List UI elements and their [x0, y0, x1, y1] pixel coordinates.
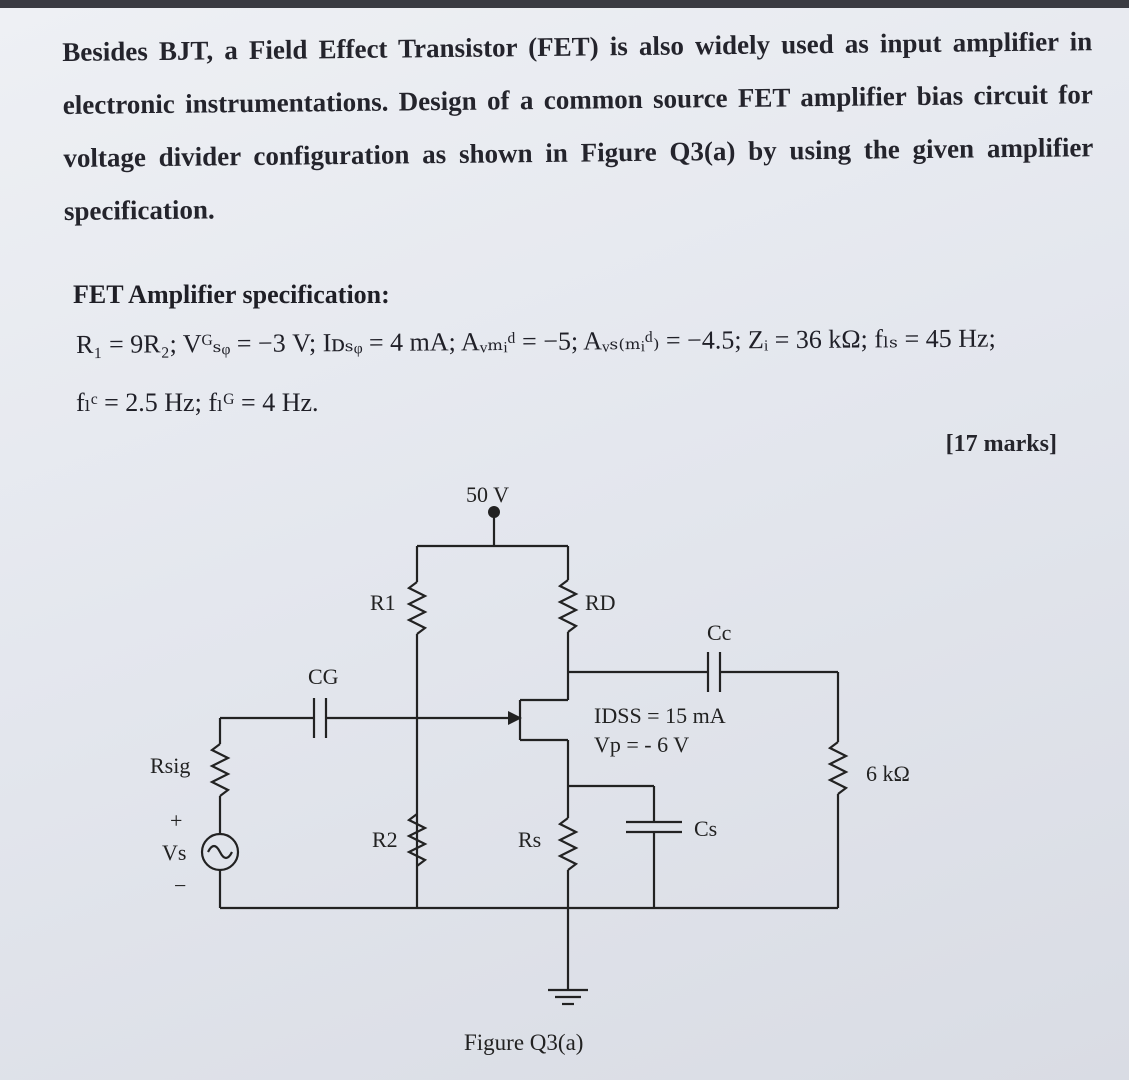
r2-resistor: [406, 813, 428, 867]
rd-label: RD: [585, 590, 616, 615]
cg-label: CG: [308, 664, 339, 689]
load-resistor: [827, 741, 849, 795]
rsig-resistor: [209, 743, 231, 797]
marks-label: [17 marks]: [945, 431, 1057, 457]
rs-label: Rs: [518, 827, 541, 852]
cc-label: Cc: [707, 620, 732, 645]
top-edge-bar: [0, 0, 1129, 8]
load-label: 6 kΩ: [866, 761, 910, 786]
spec-heading: FET Amplifier specification:: [73, 280, 390, 309]
document-page: Besides BJT, a Field Effect Transistor (…: [0, 8, 1129, 1080]
vp-label: Vp = - 6 V: [594, 732, 689, 757]
figure-caption: Figure Q3(a): [464, 1030, 583, 1055]
rs-resistor: [557, 817, 579, 871]
ground-icon: [548, 988, 588, 1006]
cs-label: Cs: [694, 816, 717, 841]
vs-label: Vs: [162, 840, 186, 865]
idss-label: IDSS = 15 mA: [594, 703, 726, 728]
r2-label: R2: [372, 827, 398, 852]
r1-resistor: [406, 581, 428, 635]
fet-gate-arrow: [508, 711, 522, 725]
supply-label: 50 V: [466, 482, 509, 507]
vs-minus-label: −: [174, 873, 186, 898]
vs-plus-label: +: [170, 808, 182, 833]
rsig-label: Rsig: [150, 753, 190, 778]
r1-label: R1: [370, 590, 396, 615]
sine-wave-icon: [207, 844, 233, 860]
rd-resistor: [557, 579, 579, 633]
spec-line-2: fₗᶜ = 2.5 Hz; fₗᴳ = 4 Hz.: [76, 388, 319, 417]
